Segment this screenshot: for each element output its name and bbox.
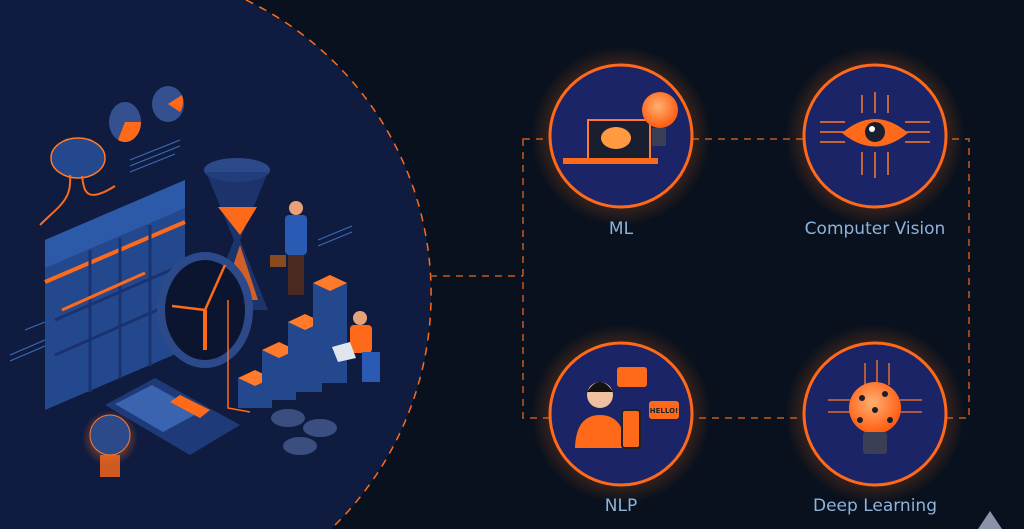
topic-label-deep-learning: Deep Learning <box>812 496 937 516</box>
lightbulb-brain-icon <box>82 410 138 477</box>
topic-label-nlp: NLP <box>604 496 638 516</box>
corner-logo-icon <box>978 511 1002 529</box>
businessman-figure <box>270 201 307 295</box>
clock-icon <box>157 252 253 368</box>
topic-node-nlp: HELLO! <box>531 324 711 504</box>
topic-label-computer-vision: Computer Vision <box>804 219 946 239</box>
topic-node-deep-learning <box>785 324 965 504</box>
calendar-icon <box>44 180 186 410</box>
topic-label-ml: ML <box>608 219 634 239</box>
calculator-icon <box>105 378 240 455</box>
pie-chart-icon <box>109 86 184 143</box>
brain-icon <box>39 137 116 226</box>
circuit-eye-icon <box>820 92 930 178</box>
laptop-brain-icon <box>563 92 678 164</box>
gears-icon <box>271 409 337 455</box>
seated-person-figure <box>332 311 380 382</box>
person-speech-icon: HELLO! <box>575 367 679 449</box>
topic-node-computer-vision <box>785 46 965 226</box>
topic-node-ml <box>531 46 711 226</box>
bar-chart-icon <box>227 275 347 413</box>
neural-bulb-icon <box>828 360 922 454</box>
speech-bubble-text: HELLO! <box>650 407 678 415</box>
hero-illustration <box>0 0 432 529</box>
connector-lines <box>430 138 970 419</box>
text-lines-decoration <box>9 139 353 362</box>
